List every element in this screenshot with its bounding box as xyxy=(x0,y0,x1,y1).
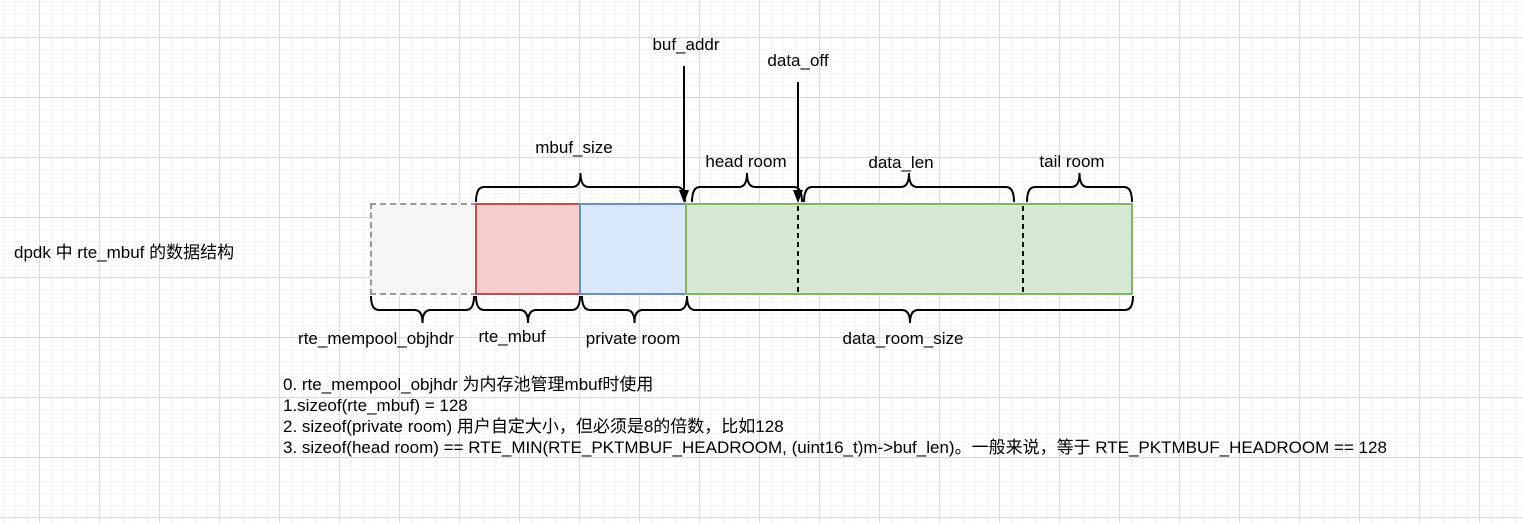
rte-mbuf-label: rte_mbuf xyxy=(478,327,546,346)
tail-room-brace xyxy=(1026,172,1133,203)
segment-rte-mbuf[interactable] xyxy=(475,203,581,295)
head-room-label: head room xyxy=(705,152,787,171)
data-len-brace xyxy=(803,172,1015,203)
note-line-2: 2. sizeof(private room) 用户自定大小，但必须是8的倍数，… xyxy=(283,417,784,436)
data-room-size-label: data_room_size xyxy=(842,329,964,348)
private-room-brace xyxy=(581,295,688,324)
data-off-arrow-head xyxy=(793,190,803,203)
segment-private-room[interactable] xyxy=(579,203,687,295)
segment-rte-mempool-objhdr[interactable] xyxy=(370,203,477,295)
mbuf-size-label: mbuf_size xyxy=(535,138,613,157)
buf-addr-arrow-head xyxy=(679,190,689,203)
mbuf-size-brace xyxy=(475,172,686,203)
diagram-title: dpdk 中 rte_mbuf 的数据结构 xyxy=(14,243,235,262)
notes-block: 0. rte_mempool_objhdr 为内存池管理mbuf时使用 1.si… xyxy=(283,374,1387,458)
data-room-size-brace xyxy=(686,295,1134,324)
note-line-1: 1.sizeof(rte_mbuf) = 128 xyxy=(283,396,468,415)
tail-room-label: tail room xyxy=(1039,152,1105,171)
note-line-0: 0. rte_mempool_objhdr 为内存池管理mbuf时使用 xyxy=(283,375,654,394)
private-room-label: private room xyxy=(585,329,681,348)
data-off-label: data_off xyxy=(767,51,829,70)
note-line-3: 3. sizeof(head room) == RTE_MIN(RTE_PKTM… xyxy=(283,438,1387,457)
head-room-brace xyxy=(691,172,803,203)
data-len-label: data_len xyxy=(868,153,934,172)
rte-mempool-objhdr-label: rte_mempool_objhdr xyxy=(298,329,454,348)
segment-data-room[interactable] xyxy=(685,203,1133,295)
rte-mbuf-brace xyxy=(475,295,581,324)
buf-addr-label: buf_addr xyxy=(652,35,720,54)
rte-mempool-objhdr-brace xyxy=(370,295,475,324)
